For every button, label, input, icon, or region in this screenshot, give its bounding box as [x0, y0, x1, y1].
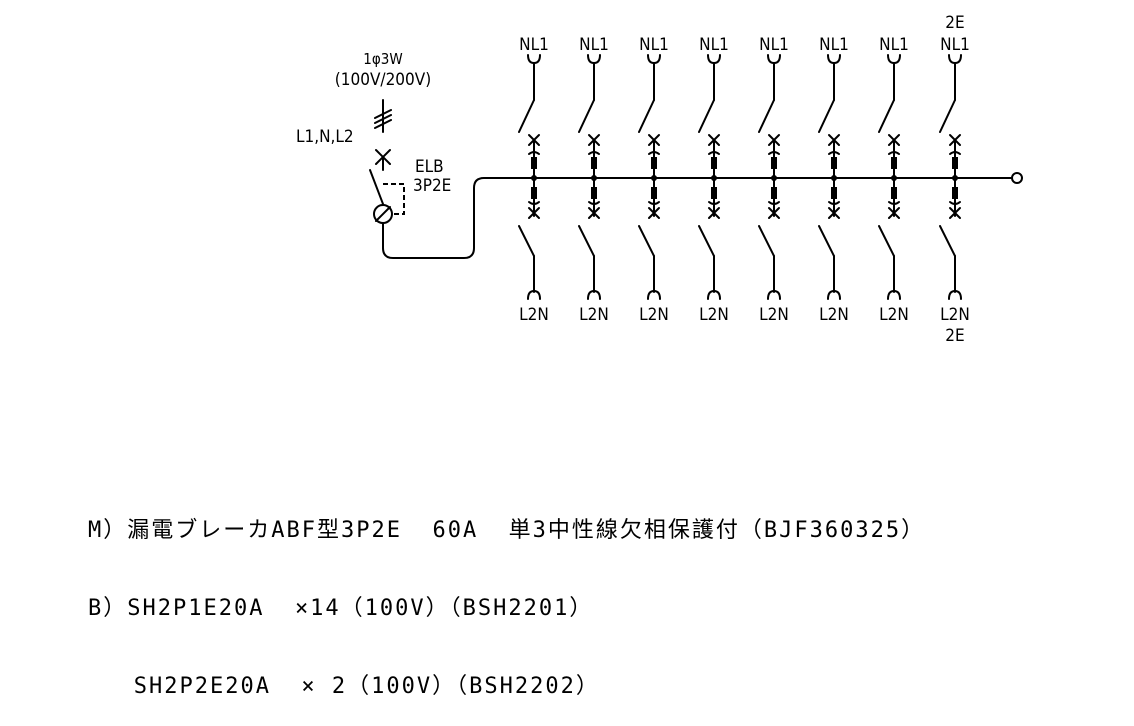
supply-phase-label: 1φ3W [363, 50, 402, 68]
branch-top-label: NL1 [759, 35, 789, 55]
branch-top-label: NL1 [639, 35, 669, 55]
branch-bottom-label: L2N [579, 305, 609, 325]
branch-top-label: NL1 [699, 35, 729, 55]
branch-top-label: NL1 [519, 35, 549, 55]
branch-top-label: NL1 [579, 35, 609, 55]
breaker-spec-notes: M）漏電ブレーカABF型3P2E 60A 単3中性線欠相保護付（BJF36032… [88, 466, 925, 726]
wiring-diagram: 1φ3W (100V/200V) L1,N,L2 ELB 3P2E NL1L2N… [296, 13, 1023, 346]
main-breaker-symbol [369, 149, 1013, 259]
note-line-main: M）漏電ブレーカABF型3P2E 60A 単3中性線欠相保護付（BJF36032… [88, 518, 926, 543]
main-breaker-poles: 3P2E [413, 176, 451, 196]
branch-top-label: NL1 [940, 35, 970, 55]
main-breaker-type: ELB [415, 157, 444, 177]
incoming-supply-line [374, 99, 392, 133]
branch-bottom-label: L2N [879, 305, 909, 325]
branch-bottom-label: L2N [699, 305, 729, 325]
supply-conductors-label: L1,N,L2 [296, 127, 354, 147]
branch-bottom-label: L2N [639, 305, 669, 325]
branch-bottom-label: L2N [759, 305, 789, 325]
note-line-branch-1: B）SH2P1E20A ×14（100V）（BSH2201） [88, 596, 594, 621]
last-branch-bottom-suffix: 2E [945, 326, 964, 346]
branch-top-label: NL1 [879, 35, 909, 55]
last-branch-top-prefix: 2E [945, 13, 964, 33]
branch-top-label: NL1 [819, 35, 849, 55]
branch-bottom-label: L2N [519, 305, 549, 325]
busbar-end-terminal [1011, 172, 1023, 184]
branch-bottom-label: L2N [940, 305, 970, 325]
note-line-branch-2: SH2P2E20A × 2（100V）（BSH2202） [88, 674, 600, 699]
branch-bottom-label: L2N [819, 305, 849, 325]
branch-circuits: NL1L2NNL1L2NNL1L2NNL1L2NNL1L2NNL1L2NNL1L… [518, 35, 970, 325]
supply-voltage-label: (100V/200V) [335, 70, 431, 90]
